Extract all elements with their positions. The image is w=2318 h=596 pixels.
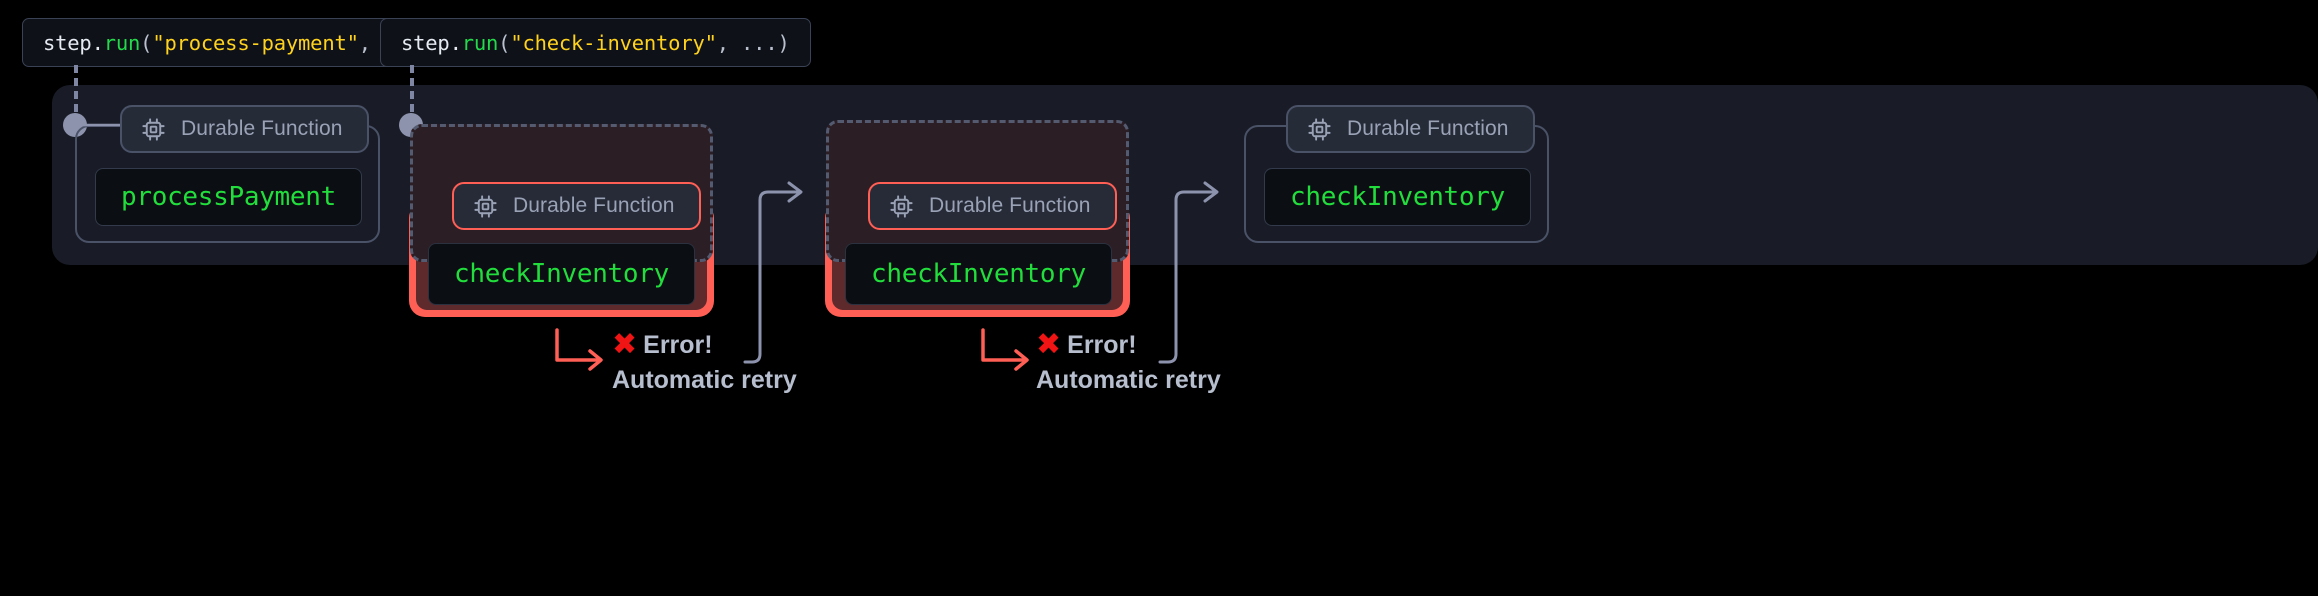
function-name: processPayment: [121, 182, 336, 212]
code-dot: .: [91, 30, 104, 55]
code-chip-1: processPayment: [95, 168, 362, 226]
error-title: Error!: [643, 330, 713, 359]
durable-function-badge-3: Durable Function: [868, 182, 1117, 230]
error-arrowhead-1: [588, 349, 603, 371]
error-subtitle: Automatic retry: [1036, 366, 1221, 394]
cpu-chip-icon: [1308, 117, 1331, 141]
durable-function-badge-2: Durable Function: [452, 182, 701, 230]
durable-function-badge-1: Durable Function: [120, 105, 369, 153]
code-paren-open: (: [498, 30, 511, 55]
code-method: run: [103, 30, 141, 55]
code-dot: .: [449, 30, 462, 55]
code-argument: "process-payment": [152, 30, 359, 55]
error-elbow-arrow-1: [555, 328, 602, 362]
error-arrowhead-2: [1014, 349, 1029, 371]
function-name: checkInventory: [1290, 182, 1505, 212]
error-elbow-arrow-2: [981, 328, 1028, 362]
error-title: Error!: [1067, 330, 1137, 359]
code-chip-2: checkInventory: [428, 243, 695, 305]
badge-label: Durable Function: [1347, 117, 1509, 140]
cpu-chip-icon: [474, 194, 497, 218]
error-x-icon: ✖: [612, 327, 638, 362]
cpu-chip-icon: [890, 194, 913, 218]
durable-function-badge-4: Durable Function: [1286, 105, 1535, 153]
badge-label: Durable Function: [181, 117, 343, 140]
code-chip-4: checkInventory: [1264, 168, 1531, 226]
code-rest: , ...): [716, 30, 790, 55]
error-annotation-1: ✖ Error! Automatic retry: [612, 330, 797, 395]
error-title-row: ✖ Error!: [1036, 330, 1221, 360]
error-annotation-2: ✖ Error! Automatic retry: [1036, 330, 1221, 395]
connector-dashed-line-1: [74, 65, 78, 125]
error-title-row: ✖ Error!: [612, 330, 797, 360]
cpu-chip-icon: [142, 117, 165, 141]
badge-label: Durable Function: [929, 194, 1091, 217]
code-chip-3: checkInventory: [845, 243, 1112, 305]
badge-label: Durable Function: [513, 194, 675, 217]
code-object: step: [401, 30, 450, 55]
code-method: run: [461, 30, 499, 55]
code-paren-open: (: [140, 30, 153, 55]
code-tooltip-check-inventory: step.run("check-inventory", ...): [380, 18, 811, 67]
function-name: checkInventory: [454, 259, 669, 289]
code-object: step: [43, 30, 92, 55]
error-x-icon: ✖: [1036, 327, 1062, 362]
function-name: checkInventory: [871, 259, 1086, 289]
code-argument: "check-inventory": [510, 30, 717, 55]
workflow-panel: [52, 85, 2318, 265]
error-subtitle: Automatic retry: [612, 366, 797, 394]
connector-dashed-line-2: [410, 65, 414, 125]
